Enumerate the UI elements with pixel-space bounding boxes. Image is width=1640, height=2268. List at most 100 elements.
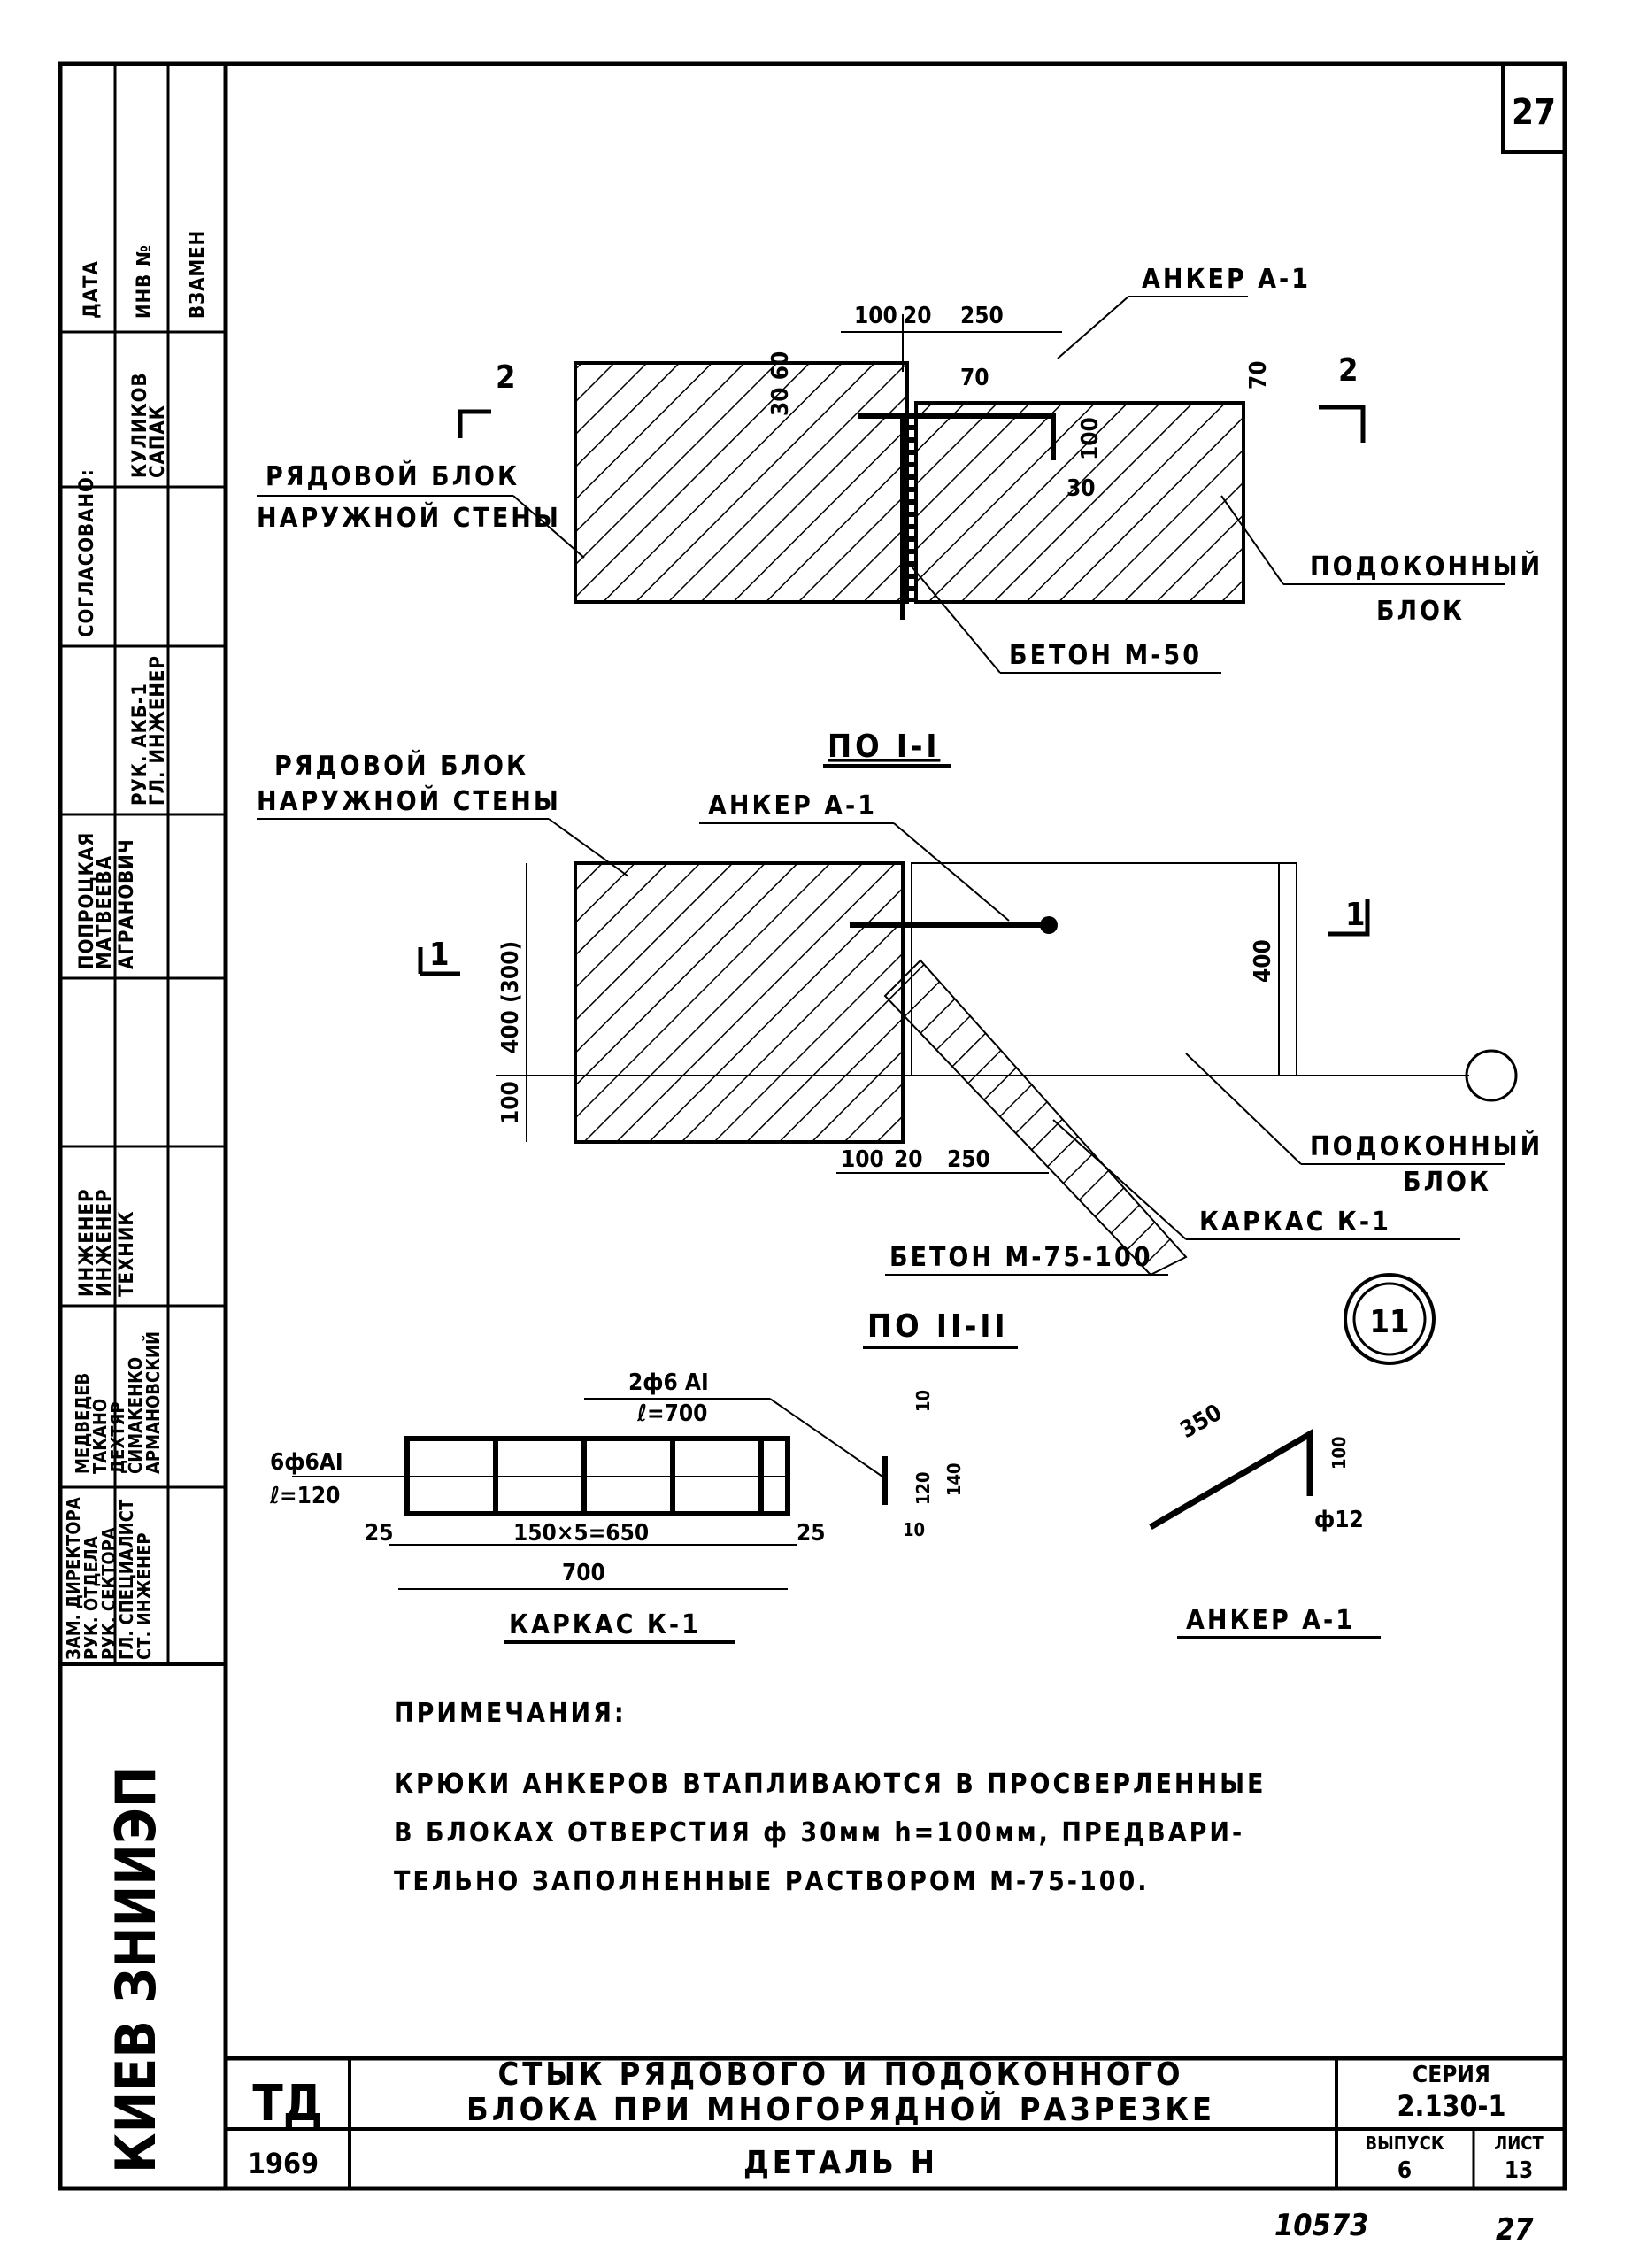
- stamp-agreed-name-1: КУЛИКОВ: [129, 372, 151, 478]
- sheet-label: ЛИСТ: [1494, 2133, 1544, 2154]
- section-mark-right-label: 2: [1338, 352, 1359, 389]
- stamp-date: ДАТА: [81, 260, 103, 319]
- top-detail: 2 2 100 20 250 70 70 30 60 100 30 АНКЕР …: [257, 264, 1540, 674]
- dim-top-30: 30: [1066, 475, 1096, 502]
- sill-block-top: [914, 401, 1245, 604]
- frame-k1-mid: [883, 959, 1188, 1277]
- stamp-author-5: АРМАНОВСКИЙ: [142, 1331, 164, 1474]
- section-title-1-1: ПО I-I: [828, 729, 940, 765]
- anchor-label-top: АНКЕР А-1: [1142, 264, 1311, 295]
- title-line-2: БЛОКА ПРИ МНОГОРЯДНОЙ РАЗРЕЗКЕ: [466, 2091, 1215, 2128]
- stamp-author-1: МЕДВЕДЕВ: [72, 1373, 93, 1474]
- stamp-agreed-role-2: ГЛ. ИНЖЕНЕР: [147, 655, 169, 806]
- stamp-position-5: СТ. ИНЖЕНЕР: [134, 1532, 155, 1660]
- section-mark-left-label: 2: [496, 359, 516, 396]
- footer-page-number: 27: [1496, 2212, 1534, 2248]
- stamp-position-1: ЗАМ. ДИРЕКТОРА: [63, 1497, 84, 1660]
- title-line-1: СТЫК РЯДОВОГО И ПОДОКОННОГО: [497, 2056, 1183, 2093]
- dim-top-70-right: 70: [1245, 360, 1272, 390]
- title-year: 1969: [248, 2147, 319, 2180]
- dim-mid-400-300: 400 (300): [497, 941, 524, 1053]
- notes-line-2: В БЛОКАХ ОТВЕРСТИЯ ф 30мм h=100мм, ПРЕДВ…: [394, 1817, 1244, 1848]
- sill-block-mid-label-1: ПОДОКОННЫЙ: [1310, 1130, 1543, 1162]
- dim-140: 140: [943, 1462, 965, 1496]
- stamp-replace: ВЗАМЕН: [187, 230, 209, 319]
- dim-mid-bottom-20: 20: [894, 1146, 923, 1173]
- section-mark-left: [458, 409, 491, 438]
- stamp-inv: ИНВ №: [134, 244, 156, 319]
- dim-top-30-60: 30 60: [767, 351, 794, 416]
- mark-1-left: [418, 947, 460, 976]
- issue-value: 6: [1397, 2157, 1412, 2184]
- concrete-label-top: БЕТОН М-50: [1009, 640, 1202, 671]
- notes: ПРИМЕЧАНИЯ: КРЮКИ АНКЕРОВ ВТАПЛИВАЮТСЯ В…: [394, 1698, 1266, 1897]
- anchor-a1-shape: [1149, 1428, 1313, 1531]
- title-block: ТД СТЫК РЯДОВОГО И ПОДОКОННОГО БЛОКА ПРИ…: [226, 2056, 1565, 2188]
- anchor-label-mid: АНКЕР А-1: [708, 791, 877, 822]
- title-code: ТД: [252, 2075, 322, 2133]
- bars-top-label: 2ф6 АI: [628, 1369, 709, 1396]
- issue-label: ВЫПУСК: [1365, 2133, 1444, 2154]
- dim-10-bottom: 10: [903, 1519, 925, 1540]
- mark-1-right-label: 1: [1345, 897, 1366, 933]
- dim-top-100: 100: [854, 303, 897, 329]
- dim-700: 700: [562, 1560, 605, 1586]
- dim-spacing: 150×5=650: [513, 1520, 649, 1547]
- callout-number: 11: [1369, 1304, 1409, 1340]
- sill-block-mid-label-2: БЛОК: [1403, 1167, 1491, 1198]
- stamp-engineer-1: ИНЖЕНЕР: [76, 1189, 98, 1297]
- stamp-author-4: СИМАКЕНКО: [125, 1357, 146, 1474]
- frame-k1-title: КАРКАС К-1: [509, 1609, 701, 1640]
- stamp-author-3: ДЕХТЯР: [107, 1401, 128, 1474]
- stamp-technician: ТЕХНИК: [116, 1210, 138, 1297]
- stamp-org: КИЕВ ЗНИИЭП: [104, 1766, 168, 2173]
- dim-10-top: 10: [912, 1390, 934, 1412]
- notes-heading: ПРИМЕЧАНИЯ:: [394, 1698, 627, 1729]
- dim-top-20: 20: [903, 303, 932, 329]
- row-block-mid-label-2: НАРУЖНОЙ СТЕНЫ: [257, 785, 561, 817]
- section-mark-right: [1319, 405, 1366, 443]
- anchor-a1-title: АНКЕР А-1: [1186, 1605, 1355, 1636]
- stamp-position-2: РУК. ОТДЕЛА: [81, 1536, 102, 1660]
- mark-1-left-label: 1: [429, 937, 450, 973]
- anchor-dim-100: 100: [1328, 1436, 1350, 1470]
- series-value: 2.130-1: [1397, 2089, 1505, 2123]
- stamp-prepared-3: АГРАНОВИЧ: [116, 838, 138, 969]
- dim-25-right: 25: [797, 1520, 826, 1547]
- page-number-box: [1501, 62, 1567, 154]
- stamp-grid: [60, 330, 226, 1489]
- concrete-label-mid: БЕТОН М-75-100: [889, 1242, 1153, 1273]
- stamp-agreed-title: СОГЛАСОВАНО:: [76, 468, 98, 637]
- dim-mid-100: 100: [497, 1081, 524, 1124]
- dim-25-left: 25: [365, 1520, 394, 1547]
- stamp-agreed-role-1: РУК. АКБ-1: [129, 683, 151, 806]
- mark-1-right: [1328, 899, 1370, 937]
- stamp-agreed-name-2: САПАК: [147, 405, 169, 478]
- anchor-bar-top: [858, 413, 1056, 620]
- dim-top-100-vert: 100: [1077, 417, 1104, 460]
- middle-detail: ПО I-I 1 1 400 (300) 100 400 100 20 250 …: [257, 729, 1543, 1277]
- notes-line-3: ТЕЛЬНО ЗАПОЛНЕННЫЕ РАСТВОРОМ М-75-100.: [394, 1866, 1150, 1897]
- stamp-prepared-1: ПОПРОЦКАЯ: [76, 832, 98, 969]
- dim-mid-400: 400: [1250, 939, 1276, 983]
- stamp-position-4: ГЛ. СПЕЦИАЛИСТ: [116, 1499, 137, 1660]
- anchor-dim-350: 350: [1176, 1400, 1227, 1444]
- title-detail: ДЕТАЛЬ Н: [743, 2145, 938, 2181]
- stamp-position-3: РУК. СЕКТОРА: [98, 1527, 119, 1660]
- dim-top-70: 70: [960, 365, 989, 391]
- dim-mid-bottom-250: 250: [947, 1146, 990, 1173]
- pipe-circle: [1465, 1049, 1518, 1102]
- bottom-detail: ПО II-II 11 2ф6 АI ℓ=700 6ф6АI ℓ=120 10 …: [269, 1273, 1436, 1644]
- stamp-engineer-2: ИНЖЕНЕР: [94, 1189, 116, 1297]
- notes-line-1: КРЮКИ АНКЕРОВ ВТАПЛИВАЮТСЯ В ПРОСВЕРЛЕНН…: [394, 1769, 1266, 1800]
- footer-doc-number: 10573: [1274, 2208, 1368, 2243]
- dim-mid-bottom-100: 100: [841, 1146, 884, 1173]
- sheet-frame: [58, 61, 1567, 2191]
- series-label: СЕРИЯ: [1413, 2062, 1490, 2088]
- frame-label-mid: КАРКАС К-1: [1199, 1207, 1391, 1238]
- bars-left-length: ℓ=120: [269, 1483, 340, 1509]
- sill-block-label-2: БЛОК: [1376, 596, 1465, 627]
- page-number: 27: [1512, 92, 1556, 133]
- row-block-label-2: НАРУЖНОЙ СТЕНЫ: [257, 502, 561, 534]
